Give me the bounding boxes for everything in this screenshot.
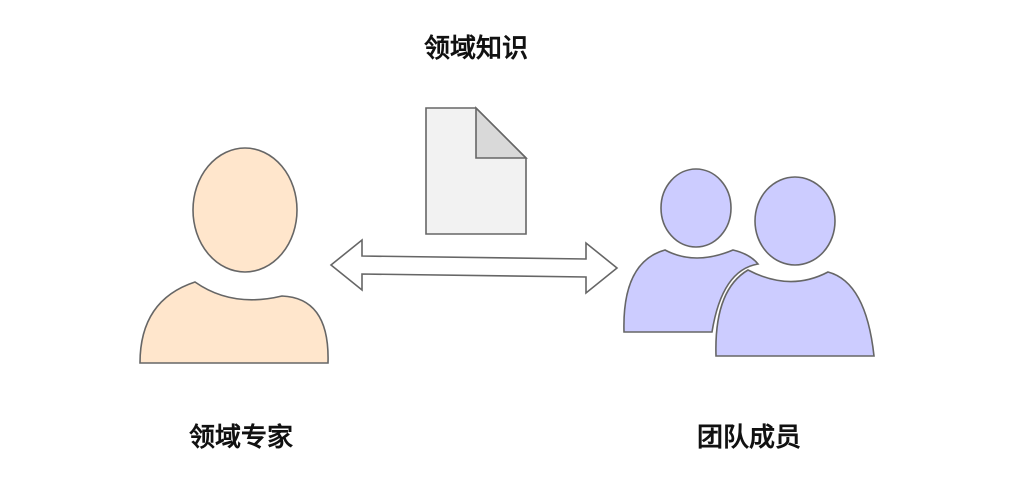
domain-knowledge-label: 领域知识 [423, 34, 529, 64]
users-icon [623, 168, 875, 357]
document-icon [425, 106, 528, 235]
domain-expert-label: 领域专家 [188, 423, 294, 453]
team-members-label: 团队成员 [696, 423, 802, 453]
double-arrow-icon [329, 238, 619, 295]
user-icon [139, 147, 329, 364]
